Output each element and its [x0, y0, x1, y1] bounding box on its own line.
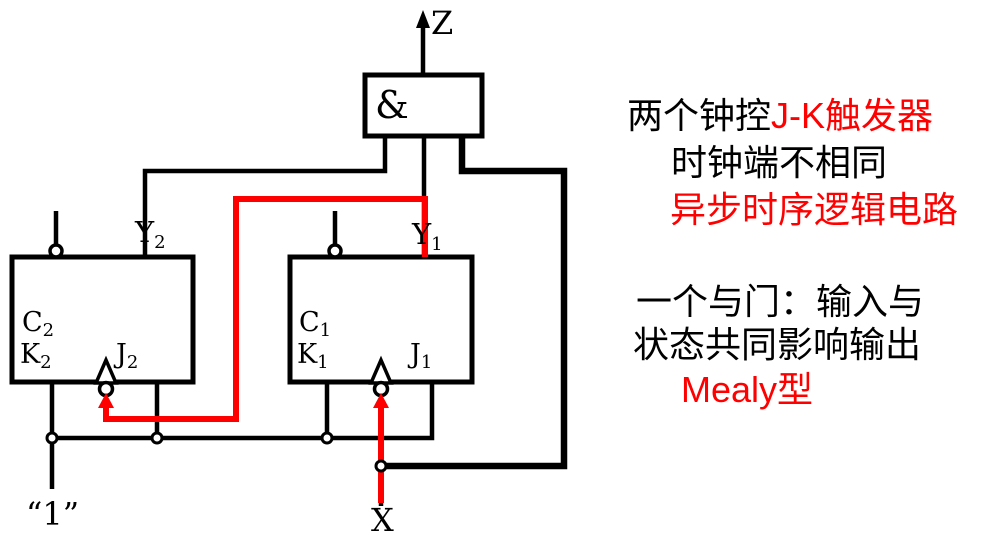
ff1-k-pin-label: K1 — [297, 339, 329, 373]
ff2-inversion-bubble-icon — [48, 243, 64, 259]
and-gate-box — [362, 72, 485, 139]
input-x-label: X — [371, 501, 394, 539]
ff1-inversion-bubble-icon — [327, 243, 343, 259]
wire-bottom-bus — [50, 382, 435, 441]
red-wire-y1-to-j2 — [103, 196, 428, 422]
note-line1-red: J-K触发器 — [771, 95, 934, 136]
note-line-clock-differs: 时钟端不相同 — [671, 142, 888, 183]
wire-y2-to-and — [142, 136, 388, 257]
junction-dot-icon — [374, 459, 388, 473]
ff2-box — [9, 254, 196, 385]
ff2-output-y2-label: Y2 — [134, 215, 166, 253]
output-z-label: Z — [431, 4, 453, 42]
junction-dot-icon — [45, 431, 59, 445]
red-arrowhead-j1-icon — [373, 393, 389, 408]
ff2-clock-pin-label: C2 — [22, 307, 54, 341]
ff2-k-pin-label: K2 — [20, 339, 52, 373]
junction-dot-icon — [320, 431, 334, 445]
note-line-clocked-jk: 两个钟控J-K触发器 — [627, 96, 933, 136]
note-line1-black: 两个钟控 — [627, 95, 772, 136]
note-line-mealy-type: Mealy型 — [681, 369, 814, 410]
ff1-output-y1-label: Y1 — [411, 217, 443, 255]
and-gate-label: & — [375, 83, 409, 127]
ff1-clock-pin-label: C1 — [299, 307, 331, 341]
constant-one-label: “1” — [26, 495, 79, 533]
red-arrowhead-j2-icon — [98, 393, 114, 408]
ff1-j-pin-label: J1 — [407, 339, 432, 373]
arrowhead-z-icon — [416, 10, 430, 28]
wire-x-to-and-feedback — [381, 136, 568, 470]
highlight-paths — [98, 196, 428, 503]
note-line-state-output: 状态共同影响输出 — [633, 324, 922, 365]
junction-dot-icon — [150, 431, 164, 445]
note-line-async-sequential: 异步时序逻辑电路 — [670, 189, 959, 230]
note-line-and-gate: 一个与门：输入与 — [636, 281, 925, 322]
ff2-j-pin-label: J2 — [113, 339, 138, 373]
junction-dots — [45, 431, 388, 473]
